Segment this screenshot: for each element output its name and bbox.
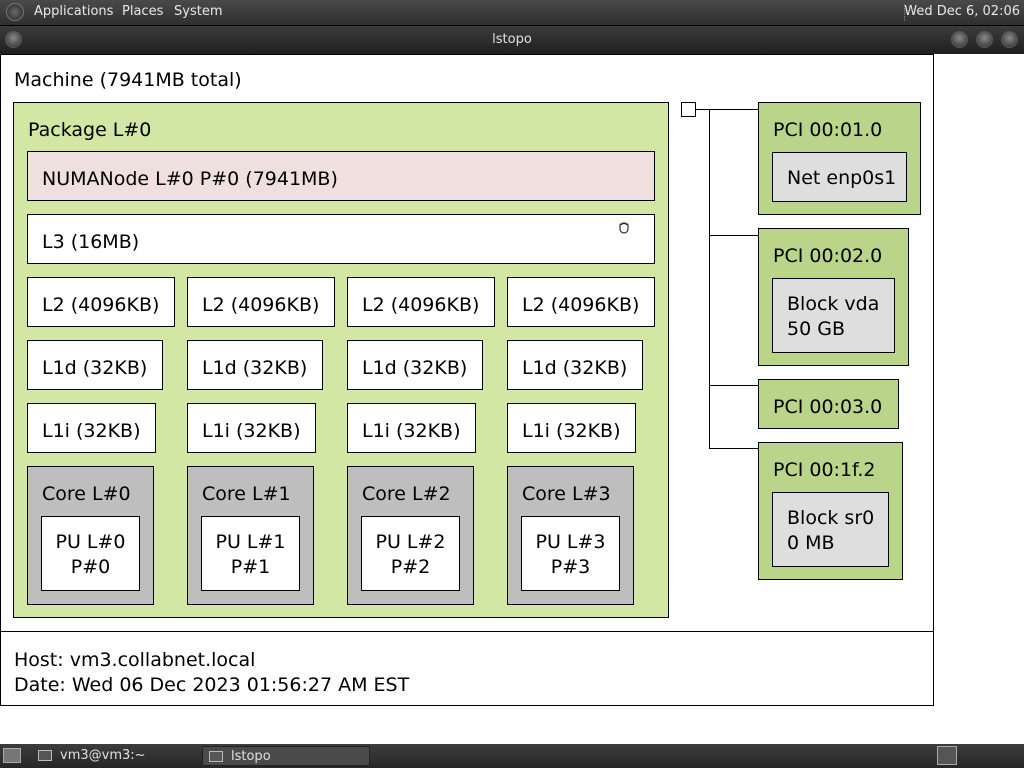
close-button[interactable] [1001, 31, 1018, 48]
task-terminal[interactable]: vm3@vm3:~ [32, 746, 198, 766]
task-label: lstopo [231, 749, 271, 764]
show-desktop-icon[interactable] [3, 748, 21, 763]
pci-device-box-0: PCI 00:01.0 Net enp0s1 [758, 102, 921, 215]
os-device-box: Block vda 50 GB [772, 278, 895, 353]
minimize-button[interactable] [951, 31, 968, 48]
window-menu-icon[interactable] [5, 31, 22, 48]
core-label: Core L#0 [42, 483, 131, 505]
l2-cache-box-1: L2 (4096KB) [187, 277, 335, 327]
applications-menu[interactable]: Applications [34, 4, 114, 19]
os-device-label: Net enp0s1 [787, 167, 897, 189]
os-device-size: 0 MB [787, 532, 835, 554]
l1d-cache-box-2: L1d (32KB) [347, 340, 483, 390]
pu-label: PU L#2 [375, 531, 446, 553]
panel-separator [904, 4, 907, 21]
core-box-0: Core L#0 PU L#0 P#0 [27, 466, 154, 605]
pci-device-box-2: PCI 00:03.0 [758, 379, 899, 429]
l1d-cache-label: L1d (32KB) [42, 357, 148, 379]
window-icon [209, 751, 223, 762]
core-box-2: Core L#2 PU L#2 P#2 [347, 466, 474, 605]
top-panel: Applications Places System Wed Dec 6, 02… [0, 0, 1024, 25]
pu-box: PU L#3 P#3 [521, 516, 620, 591]
task-lstopo[interactable]: lstopo [202, 746, 370, 766]
window-titlebar[interactable]: lstopo [0, 26, 1024, 54]
l1i-cache-box-3: L1i (32KB) [507, 403, 636, 453]
pu-label: PU L#0 [55, 531, 126, 553]
l1d-cache-label: L1d (32KB) [522, 357, 628, 379]
hand-cursor-icon [619, 222, 629, 234]
l2-cache-label: L2 (4096KB) [362, 294, 480, 316]
l1d-cache-label: L1d (32KB) [202, 357, 308, 379]
task-label: vm3@vm3:~ [60, 748, 146, 763]
bus-line [709, 109, 710, 449]
l2-cache-box-2: L2 (4096KB) [347, 277, 495, 327]
core-box-3: Core L#3 PU L#3 P#3 [507, 466, 634, 605]
l3-cache-box: L3 (16MB) [27, 214, 655, 264]
gnome-foot-icon[interactable] [6, 3, 24, 21]
clock[interactable]: Wed Dec 6, 02:06 [904, 4, 1020, 19]
l2-cache-box-0: L2 (4096KB) [27, 277, 175, 327]
window-title: lstopo [492, 32, 532, 47]
numa-node-box: NUMANode L#0 P#0 (7941MB) [27, 151, 655, 201]
l1i-cache-box-2: L1i (32KB) [347, 403, 476, 453]
core-label: Core L#3 [522, 483, 611, 505]
pci-label: PCI 00:01.0 [773, 119, 883, 141]
pci-label: PCI 00:1f.2 [773, 459, 876, 481]
workspace-switcher-icon[interactable] [937, 746, 957, 765]
host-bridge-box [681, 102, 696, 117]
pu-label: PU L#3 [535, 531, 606, 553]
os-device-box: Block sr0 0 MB [772, 492, 889, 567]
l1i-cache-label: L1i (32KB) [522, 420, 621, 442]
os-device-box: Net enp0s1 [772, 152, 907, 202]
system-menu[interactable]: System [174, 4, 223, 19]
pu-label: PU L#1 [215, 531, 286, 553]
maximize-button[interactable] [976, 31, 993, 48]
os-device-label: Block sr0 [787, 507, 875, 529]
pu-physical-index: P#0 [70, 556, 111, 578]
places-menu[interactable]: Places [122, 4, 164, 19]
bus-branch [709, 235, 759, 236]
l1i-cache-label: L1i (32KB) [42, 420, 141, 442]
core-label: Core L#1 [202, 483, 291, 505]
os-device-label: Block vda [787, 293, 880, 315]
l2-cache-box-3: L2 (4096KB) [507, 277, 655, 327]
core-box-1: Core L#1 PU L#1 P#1 [187, 466, 314, 605]
pu-physical-index: P#2 [390, 556, 431, 578]
pci-label: PCI 00:03.0 [773, 396, 883, 418]
host-info: Host: vm3.collabnet.local Date: Wed 06 D… [14, 648, 409, 698]
l1d-cache-box-1: L1d (32KB) [187, 340, 323, 390]
footer-divider [0, 631, 934, 632]
l1i-cache-box-0: L1i (32KB) [27, 403, 156, 453]
bottom-taskbar: vm3@vm3:~ lstopo [0, 744, 1024, 768]
pci-device-box-1: PCI 00:02.0 Block vda 50 GB [758, 228, 909, 366]
os-device-size: 50 GB [787, 318, 845, 340]
l1i-cache-box-1: L1i (32KB) [187, 403, 316, 453]
bus-branch [709, 448, 759, 449]
package-label: Package L#0 [28, 119, 152, 141]
bus-branch [709, 385, 759, 386]
core-label: Core L#2 [362, 483, 451, 505]
l1d-cache-label: L1d (32KB) [362, 357, 468, 379]
l1d-cache-box-0: L1d (32KB) [27, 340, 163, 390]
capture-date: Date: Wed 06 Dec 2023 01:56:27 AM EST [14, 674, 410, 696]
l3-cache-label: L3 (16MB) [42, 231, 140, 253]
numa-node-label: NUMANode L#0 P#0 (7941MB) [42, 168, 338, 190]
bridge-line [696, 109, 759, 110]
pci-label: PCI 00:02.0 [773, 245, 883, 267]
pci-device-box-3: PCI 00:1f.2 Block sr0 0 MB [758, 442, 903, 580]
pu-physical-index: P#3 [550, 556, 591, 578]
machine-label: Machine (7941MB total) [14, 69, 242, 91]
pu-physical-index: P#1 [230, 556, 271, 578]
host-name: Host: vm3.collabnet.local [14, 649, 256, 671]
terminal-icon [38, 750, 52, 761]
l2-cache-label: L2 (4096KB) [42, 294, 160, 316]
l1d-cache-box-3: L1d (32KB) [507, 340, 643, 390]
pu-box: PU L#0 P#0 [41, 516, 140, 591]
l1i-cache-label: L1i (32KB) [202, 420, 301, 442]
l2-cache-label: L2 (4096KB) [202, 294, 320, 316]
l1i-cache-label: L1i (32KB) [362, 420, 461, 442]
pu-box: PU L#2 P#2 [361, 516, 460, 591]
pu-box: PU L#1 P#1 [201, 516, 300, 591]
l2-cache-label: L2 (4096KB) [522, 294, 640, 316]
